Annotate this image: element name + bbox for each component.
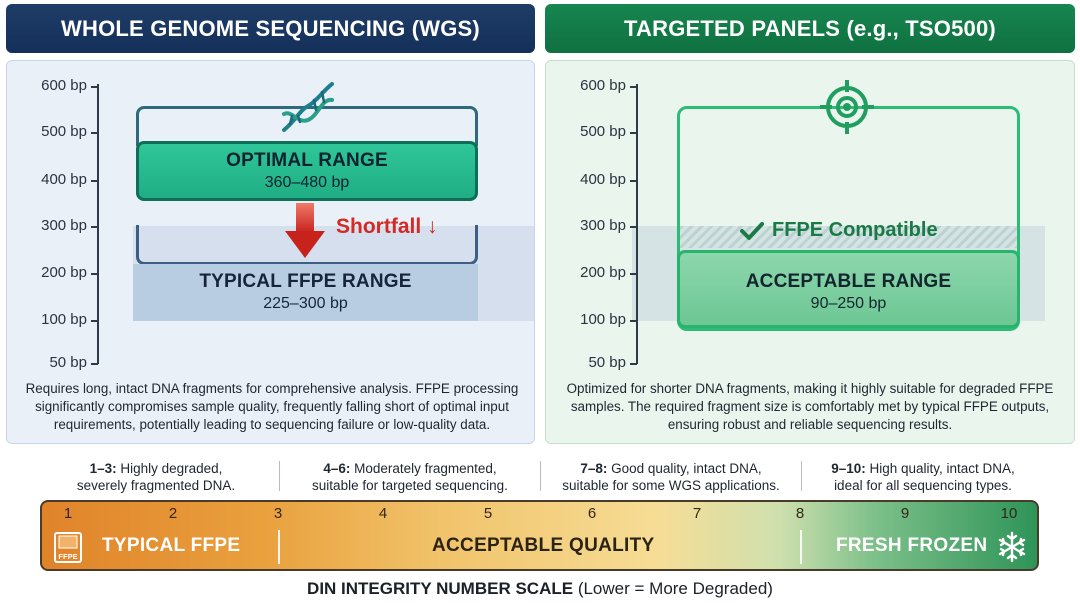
din-scale-number: 3	[273, 505, 283, 522]
acceptable-range-title: ACCEPTABLE RANGE	[745, 271, 952, 292]
din-scale-number: 7	[692, 505, 702, 522]
din-note-1-3: 1–3: Highly degraded, severely fragmente…	[52, 460, 260, 494]
acceptable-range-value: 90–250 bp	[810, 295, 887, 312]
scale-divider	[278, 530, 280, 564]
note-divider	[801, 461, 802, 491]
wgs-tick-label: 200 bp	[41, 264, 87, 281]
tso-tick-label: 100 bp	[580, 311, 626, 328]
din-note-range: 4–6:	[323, 461, 351, 476]
wgs-tick-label: 500 bp	[41, 123, 87, 140]
ffpe-compatible-label: FFPE Compatible	[740, 219, 938, 242]
tso-tick-label: 400 bp	[580, 171, 626, 188]
tso-header: TARGETED PANELS (e.g., TSO500)	[545, 4, 1075, 53]
din-note-line1: Good quality, intact DNA,	[607, 461, 762, 476]
tso-description: Optimized for shorter DNA fragments, mak…	[566, 381, 1054, 432]
wgs-ffpe-bracket	[136, 225, 478, 265]
dna-icon	[282, 82, 334, 132]
din-note-range: 1–3:	[89, 461, 117, 476]
acceptable-quality-scale-label: ACCEPTABLE QUALITY	[432, 535, 655, 556]
wgs-tick-label: 600 bp	[41, 77, 87, 94]
tso-tick	[630, 86, 637, 88]
din-note-line2: suitable for targeted sequencing.	[312, 478, 508, 493]
shortfall-label: Shortfall ↓	[336, 215, 438, 239]
din-scale-number: 8	[795, 505, 805, 522]
wgs-tick-label: 300 bp	[41, 217, 87, 234]
typical-ffpe-value: 225–300 bp	[263, 295, 348, 312]
tso-y-axis	[636, 84, 638, 364]
din-scale-bar	[40, 500, 1039, 571]
din-note-9-10: 9–10: High quality, intact DNA, ideal fo…	[810, 460, 1036, 494]
caption-bold: DIN INTEGRITY NUMBER SCALE	[307, 579, 574, 598]
typical-ffpe-range-box: TYPICAL FFPE RANGE 225–300 bp	[133, 264, 478, 321]
caption-rest: (Lower = More Degraded)	[573, 579, 773, 598]
din-scale-number: 6	[587, 505, 597, 522]
din-scale-number: 5	[483, 505, 493, 522]
scale-divider	[800, 530, 802, 564]
wgs-tick	[91, 363, 98, 365]
wgs-description: Requires long, intact DNA fragments for …	[25, 381, 519, 432]
wgs-tick	[91, 226, 98, 228]
typical-ffpe-title: TYPICAL FFPE RANGE	[199, 271, 412, 292]
din-scale-number: 9	[900, 505, 910, 522]
din-scale-number: 10	[1000, 505, 1018, 522]
din-scale-number: 4	[378, 505, 388, 522]
target-icon	[820, 80, 874, 134]
tso-tick	[630, 363, 637, 365]
din-note-line1: Moderately fragmented,	[350, 461, 497, 476]
tso-tick	[630, 273, 637, 275]
tso-tick-label: 200 bp	[580, 264, 626, 281]
wgs-tick-label: 400 bp	[41, 171, 87, 188]
tso-tick-label: 300 bp	[580, 217, 626, 234]
ffpe-compatible-hatch	[680, 226, 1017, 248]
ffpe-block-icon: FFPE	[54, 532, 82, 563]
fresh-frozen-scale-label: FRESH FROZEN	[836, 535, 988, 556]
din-note-4-6: 4–6: Moderately fragmented, suitable for…	[288, 460, 532, 494]
tso-tick	[630, 226, 637, 228]
shortfall-arrow-icon	[285, 203, 325, 258]
din-note-7-8: 7–8: Good quality, intact DNA, suitable …	[546, 460, 796, 494]
wgs-tick	[91, 320, 98, 322]
note-divider	[540, 461, 541, 491]
din-note-range: 7–8:	[580, 461, 608, 476]
wgs-header: WHOLE GENOME SEQUENCING (WGS)	[6, 4, 535, 53]
acceptable-range-box: ACCEPTABLE RANGE 90–250 bp	[677, 250, 1020, 328]
din-scale-number: 1	[63, 505, 73, 522]
wgs-tick	[91, 86, 98, 88]
optimal-range-value: 360–480 bp	[264, 174, 350, 191]
wgs-tick	[91, 180, 98, 182]
note-divider	[279, 461, 280, 491]
ffpe-icon-text: FFPE	[58, 552, 77, 561]
optimal-range-box: OPTIMAL RANGE 360–480 bp	[136, 141, 478, 201]
tso-tick	[630, 320, 637, 322]
tso-tick-label: 500 bp	[580, 123, 626, 140]
typical-ffpe-scale-label: TYPICAL FFPE	[102, 535, 241, 556]
din-note-range: 9–10:	[831, 461, 866, 476]
wgs-tick-label: 100 bp	[41, 311, 87, 328]
din-scale-caption: DIN INTEGRITY NUMBER SCALE (Lower = More…	[0, 579, 1080, 599]
wgs-panel	[6, 60, 535, 444]
wgs-y-axis	[97, 84, 99, 364]
optimal-range-title: OPTIMAL RANGE	[226, 150, 388, 171]
wgs-tick	[91, 273, 98, 275]
tso-tick-label: 50 bp	[588, 354, 626, 371]
wgs-tick	[91, 132, 98, 134]
tso-tick	[630, 132, 637, 134]
din-note-line1: High quality, intact DNA,	[865, 461, 1015, 476]
snowflake-icon	[998, 531, 1026, 563]
down-arrow-icon: ↓	[427, 215, 438, 238]
checkmark-icon	[740, 221, 764, 240]
tso-tick	[630, 180, 637, 182]
wgs-tick-label: 50 bp	[49, 354, 87, 371]
shortfall-text: Shortfall	[336, 215, 422, 238]
din-note-line2: ideal for all sequencing types.	[834, 478, 1012, 493]
din-note-line2: severely fragmented DNA.	[76, 478, 236, 493]
ffpe-compatible-text: FFPE Compatible	[772, 219, 938, 241]
tso-tick-label: 600 bp	[580, 77, 626, 94]
din-note-line1: Highly degraded,	[116, 461, 223, 476]
din-note-line2: suitable for some WGS applications.	[562, 478, 780, 493]
din-scale-number: 2	[168, 505, 178, 522]
